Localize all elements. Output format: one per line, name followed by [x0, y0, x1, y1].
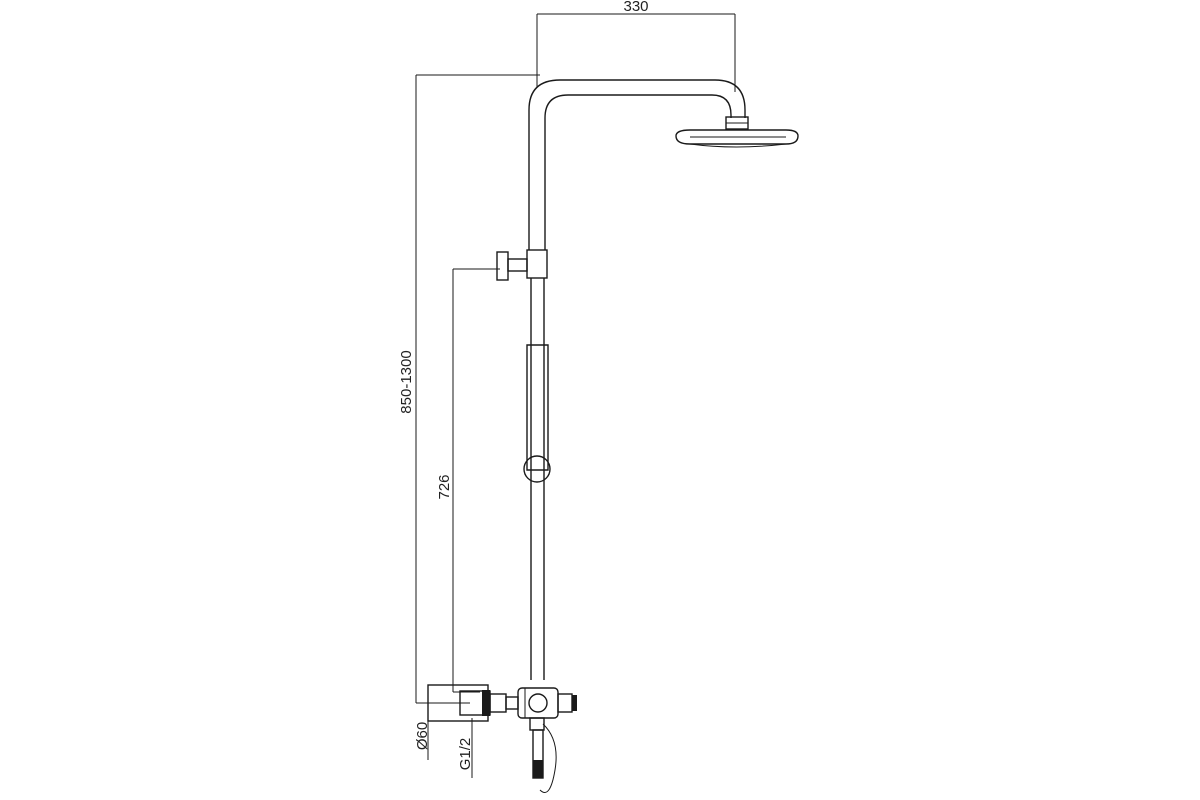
dimension-arm-length: 330: [536, 0, 736, 92]
slider-holder: [523, 455, 551, 483]
wall-connector: [427, 684, 519, 722]
dimension-label-diameter: Ø60: [414, 722, 431, 750]
dimension-bracket-height: 726: [436, 268, 500, 693]
dimension-thread: G1/2: [457, 718, 474, 778]
thermostatic-mixer: [517, 687, 577, 719]
dimension-total-height: 850-1300: [398, 74, 540, 704]
dimension-label-arm-length: 330: [623, 0, 648, 15]
shower-arm: [528, 79, 749, 250]
dimension-label-thread: G1/2: [457, 738, 474, 771]
shower-head: [675, 129, 799, 148]
hand-shower: [526, 344, 549, 471]
dimension-label-total-height: 850-1300: [398, 350, 415, 413]
dimension-label-bracket-height: 726: [436, 474, 453, 499]
wall-bracket: [496, 249, 548, 281]
hose: [529, 717, 557, 793]
shower-rail: [530, 278, 545, 680]
